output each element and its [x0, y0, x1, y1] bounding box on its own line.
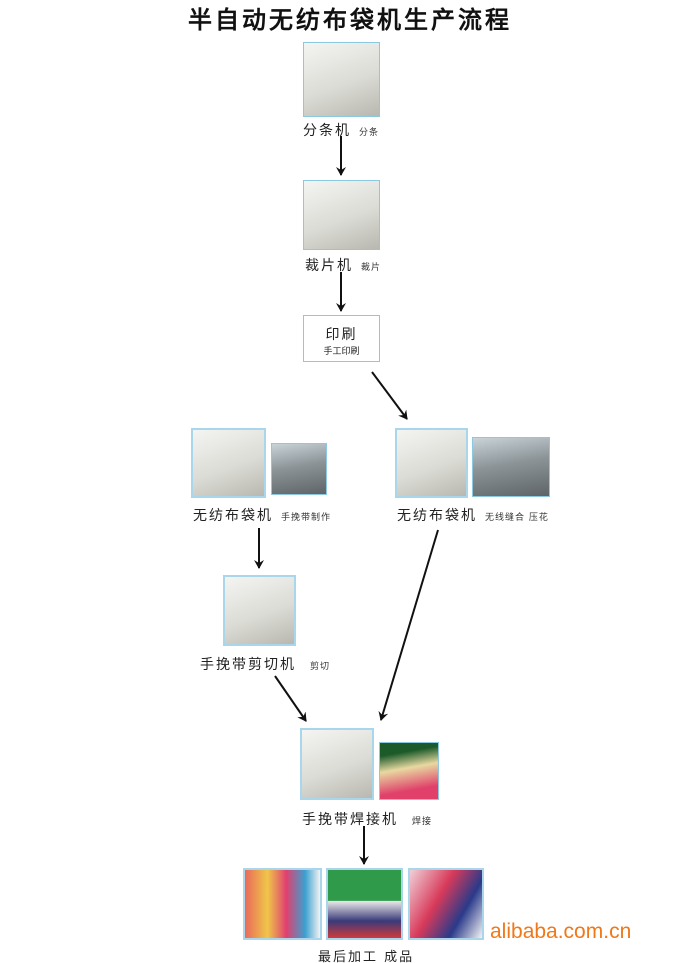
handle-cutting-machine-photo [223, 575, 296, 646]
step-note: 手挽带制作 [281, 513, 332, 523]
arrow [274, 675, 307, 722]
handle-welding-machine-photo [300, 728, 374, 800]
bag-machine-handle-label: 无纺布袋机手挽带制作 [193, 505, 331, 525]
step-name: 无纺布袋机 [397, 508, 477, 524]
bag-machine-seam-label: 无纺布袋机无线缝合 压花 [397, 505, 549, 525]
welding-photo [379, 742, 439, 800]
step-note: 裁片 [361, 263, 382, 273]
finished-bags-photo [326, 868, 403, 940]
cutting-machine-photo [303, 180, 380, 250]
arrow [378, 529, 439, 721]
step-name: 手挽带剪切机 [200, 657, 296, 673]
printing-box: 印刷 手工印刷 [303, 315, 380, 362]
page-title: 半自动无纺布袋机生产流程 [188, 6, 512, 34]
step-note: 手工印刷 [323, 347, 360, 357]
cutting-label: 裁片机裁片 [305, 255, 381, 275]
handle-welding-label: 手挽带焊接机 焊接 [302, 809, 432, 829]
step-name: 裁片机 [305, 258, 353, 274]
step-name: 手挽带焊接机 [302, 812, 398, 828]
finished-bags-photo [408, 868, 484, 940]
handle-cutting-label: 手挽带剪切机 剪切 [200, 654, 330, 674]
bag-machine-photo [395, 428, 468, 498]
slitting-machine-photo [303, 42, 380, 117]
factory-photo [472, 437, 550, 497]
arrow [371, 371, 408, 420]
finished-bags-photo [243, 868, 322, 940]
step-name: 分条机 [303, 123, 351, 139]
step-note: 焊接 [412, 817, 433, 827]
step-name: 无纺布袋机 [193, 508, 273, 524]
final-label: 最后加工 成品 [318, 950, 415, 963]
step-note: 无线缝合 压花 [485, 513, 549, 523]
handle-making-photo [271, 443, 327, 495]
slitting-label: 分条机分条 [303, 120, 379, 140]
step-name: 印刷 [325, 327, 358, 343]
step-note: 分条 [359, 128, 380, 138]
bag-machine-photo [191, 428, 266, 498]
step-note: 剪切 [310, 662, 331, 672]
brand-watermark: alibaba.com.cn [490, 920, 632, 943]
